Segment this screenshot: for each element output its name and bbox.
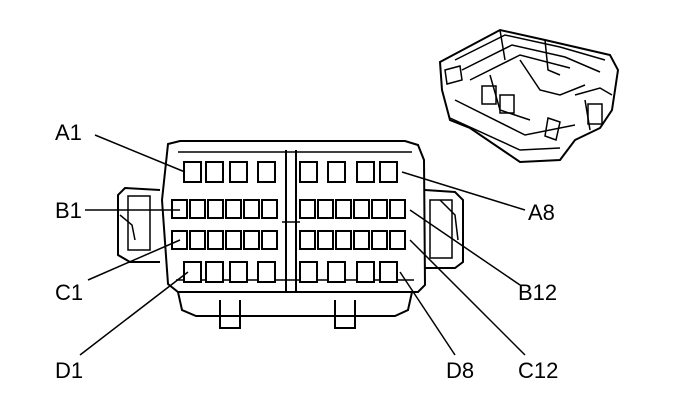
cavity-d4 (257, 261, 276, 283)
leader-a8 (401, 171, 526, 211)
cavity-c2 (189, 230, 206, 250)
label-d1: D1 (55, 358, 83, 383)
cavity-c11 (371, 230, 388, 250)
cavity-d3 (229, 261, 248, 283)
cavity-b3 (207, 199, 224, 219)
cavity-c10 (353, 230, 370, 250)
cavity-a8 (379, 161, 398, 183)
cavity-c12 (389, 230, 406, 250)
label-c12: C12 (518, 358, 558, 383)
label-b12: B12 (518, 280, 557, 305)
cavity-c4 (225, 230, 242, 250)
cavity-a3 (229, 161, 248, 183)
cavity-c3 (207, 230, 224, 250)
cavity-a6 (327, 161, 346, 183)
cavity-d8 (379, 261, 398, 283)
cavity-a7 (356, 161, 375, 183)
cavity-d5 (299, 261, 318, 283)
label-a1: A1 (55, 120, 82, 145)
cavity-d2 (205, 261, 224, 283)
cavity-c5 (243, 230, 260, 250)
leader-d1 (79, 271, 189, 356)
cavity-b2 (189, 199, 206, 219)
cavity-b9 (335, 199, 352, 219)
cavity-b7 (299, 199, 316, 219)
leader-b12 (409, 209, 521, 286)
label-b1: B1 (55, 198, 82, 223)
cavity-b8 (317, 199, 334, 219)
cavity-d7 (356, 261, 375, 283)
leader-c1 (87, 239, 181, 281)
label-d8: D8 (446, 358, 474, 383)
leader-d8 (399, 271, 456, 356)
cavity-b11 (371, 199, 388, 219)
leader-lines (79, 134, 526, 356)
connector-front-view (117, 140, 464, 329)
cavity-b5 (243, 199, 260, 219)
cavity-b1 (171, 199, 188, 219)
connector-isometric-view (438, 28, 620, 164)
cavity-c9 (335, 230, 352, 250)
pin-cavities (171, 161, 406, 283)
cavity-a2 (205, 161, 224, 183)
cavity-a1 (183, 161, 202, 183)
cavity-c7 (299, 230, 316, 250)
cavity-a5 (299, 161, 318, 183)
leader-c12 (409, 239, 526, 356)
cavity-d6 (327, 261, 346, 283)
cavity-d1 (183, 261, 202, 283)
cavity-b4 (225, 199, 242, 219)
cavity-b12 (389, 199, 406, 219)
cavity-b10 (353, 199, 370, 219)
label-c1: C1 (55, 280, 83, 305)
cavity-a4 (257, 161, 276, 183)
cavity-c8 (317, 230, 334, 250)
label-a8: A8 (528, 200, 555, 225)
cavity-b6 (261, 199, 278, 219)
leader-a1 (94, 134, 186, 173)
cavity-c6 (261, 230, 278, 250)
